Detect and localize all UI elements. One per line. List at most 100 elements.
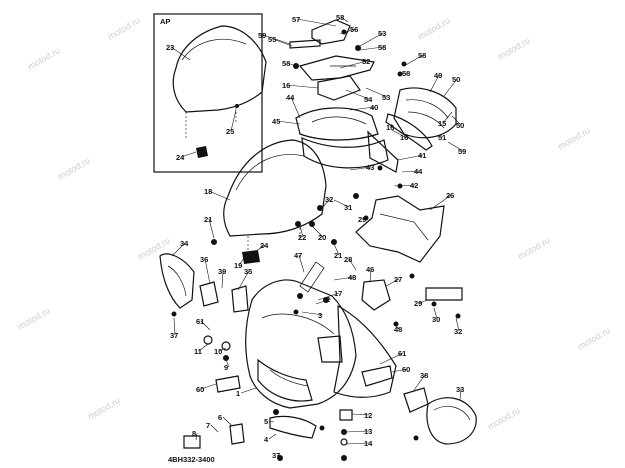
callout-number: 39 (218, 267, 226, 276)
leader-line (443, 78, 458, 97)
callout-number: 53 (382, 93, 390, 102)
right-side-cowling (333, 279, 463, 398)
leader-line (433, 307, 438, 320)
leader-line (369, 268, 372, 283)
leader-line (208, 218, 215, 239)
callout-number: 27 (394, 275, 402, 284)
watermark-text: motod.ru (106, 15, 142, 41)
callout-number: 37 (170, 331, 178, 340)
leader-line (351, 413, 370, 416)
leader-line (298, 254, 305, 273)
callout-number: 21 (334, 251, 342, 260)
leader-line (390, 123, 393, 128)
leader-line (385, 278, 400, 287)
callout-number: 28 (344, 255, 352, 264)
leader-line (333, 276, 354, 281)
leader-line (238, 257, 245, 266)
diagram-code: 4BH332-3400 (168, 455, 215, 464)
leader-line (391, 368, 408, 373)
callout-number: 40 (370, 103, 378, 112)
callout-number: 37 (272, 451, 280, 460)
leader-line (299, 225, 304, 238)
callout-number: 26 (446, 191, 454, 200)
callout-number: 60 (196, 385, 204, 394)
leader-line (442, 111, 453, 124)
callout-number: 24 (260, 241, 269, 250)
leader-line (286, 62, 297, 67)
callout-number: 34 (180, 239, 189, 248)
watermark-text: motod.ru (16, 305, 52, 331)
windscreen (223, 139, 327, 262)
leader-line (317, 292, 340, 301)
leader-line (240, 387, 257, 394)
callout-number: 58 (378, 43, 386, 52)
leader-line (221, 270, 224, 289)
leader-line (290, 96, 301, 119)
callout-number: 22 (298, 233, 306, 242)
callout-number: 42 (410, 181, 418, 190)
leader-line (397, 154, 424, 161)
leader-line (218, 347, 227, 352)
leader-line (200, 383, 217, 390)
leader-line (349, 166, 372, 171)
watermark-text: motod.ru (26, 45, 62, 71)
callout-number: 29 (358, 215, 366, 224)
callout-number: 38 (420, 371, 428, 380)
leader-line (455, 317, 460, 332)
leader-line (393, 184, 416, 187)
cowling-stay (353, 193, 445, 279)
callout-number: 16 (282, 81, 290, 90)
callout-number: 53 (378, 29, 386, 38)
leader-line (180, 151, 197, 158)
callout-number: 48 (348, 273, 356, 282)
callout-number: 54 (364, 95, 373, 104)
leader-line (230, 109, 237, 132)
callout-number: 15 (438, 119, 446, 128)
callout-number: 32 (454, 327, 462, 336)
upper-mount-assembly (289, 19, 407, 101)
leader-line (195, 432, 198, 441)
leader-line (210, 424, 219, 433)
leader-line (171, 242, 186, 257)
leader-line (345, 430, 370, 433)
leader-line (276, 454, 281, 459)
callout-number: 9 (224, 363, 228, 372)
leader-line (418, 299, 429, 304)
callout-number: 16 (400, 133, 408, 142)
watermark-text: motod.ru (496, 35, 532, 61)
leader-line (225, 359, 230, 368)
callout-number: 11 (194, 347, 202, 356)
leader-line (321, 198, 331, 209)
callout-number: 17 (334, 289, 342, 298)
lower-center-hardware (339, 409, 353, 461)
leader-line (237, 270, 250, 291)
callout-number: 3 (318, 311, 322, 320)
leader-line (379, 352, 404, 365)
watermark-text: motod.ru (136, 235, 172, 261)
upper-fairing (245, 261, 357, 409)
callout-number: 56 (350, 25, 358, 34)
callout-number: 31 (344, 203, 352, 212)
leader-line (413, 374, 426, 391)
leader-line (251, 244, 266, 255)
leader-line (403, 54, 424, 67)
callout-number: 7 (206, 421, 210, 430)
leader-line (451, 115, 462, 126)
callout-number: 50 (452, 75, 460, 84)
leader-line (393, 323, 400, 330)
callout-number: 13 (364, 427, 372, 436)
leader-line (339, 28, 356, 35)
watermark-text: motod.ru (486, 405, 522, 431)
callout-number: 48 (394, 325, 402, 334)
callout-number: 16 (386, 123, 394, 132)
callout-number: 47 (294, 251, 302, 260)
rear-view-mirror (403, 387, 477, 445)
callout-number: 25 (226, 127, 234, 136)
inset-box: AP (153, 13, 267, 173)
callout-number: 61 (196, 317, 204, 326)
leader-line (301, 311, 324, 316)
leader-line (272, 38, 293, 47)
leader-line (365, 87, 388, 98)
leader-line (391, 129, 406, 138)
